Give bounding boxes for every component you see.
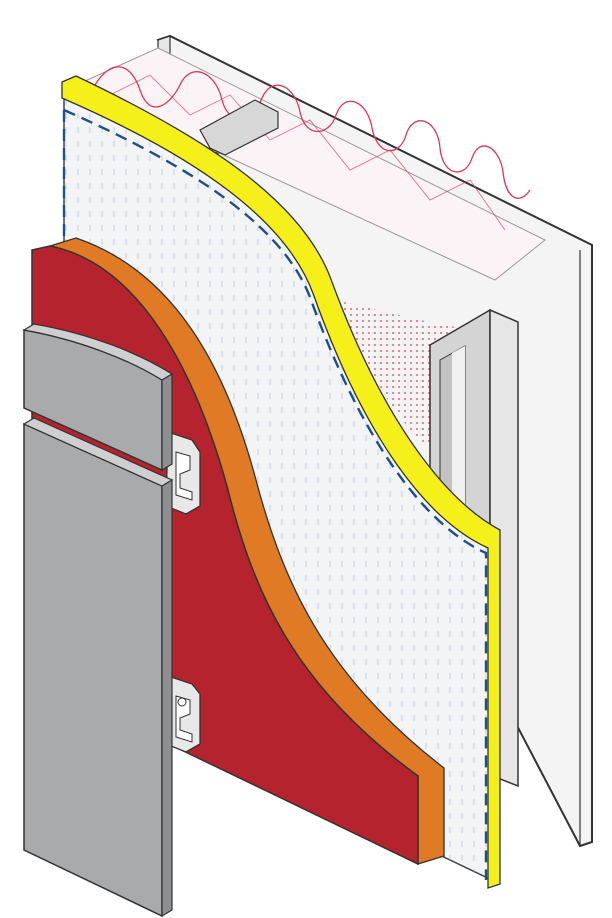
cladding-panel-lower: [23, 422, 163, 918]
cladding-panel-upper-side: [161, 372, 173, 472]
cladding-panel-lower-side: [161, 478, 173, 918]
clip-lower-detail: [175, 695, 193, 743]
air-barrier-membrane-strip: [61, 75, 501, 889]
clip-upper-detail: [175, 451, 193, 501]
metal-cladding-panel: [22, 323, 174, 918]
clip-lower-fastener: [177, 697, 187, 707]
cavity-insulation-squiggle: [94, 66, 531, 199]
air-barrier-dashed-line: [63, 108, 488, 880]
cavity-insulation-top: [72, 47, 546, 281]
air-barrier-membrane: [61, 75, 501, 889]
clip-and-rail: [165, 431, 201, 753]
cavity-insulation-zigzag: [109, 74, 506, 231]
steel-stud-top-lip: [199, 99, 279, 156]
